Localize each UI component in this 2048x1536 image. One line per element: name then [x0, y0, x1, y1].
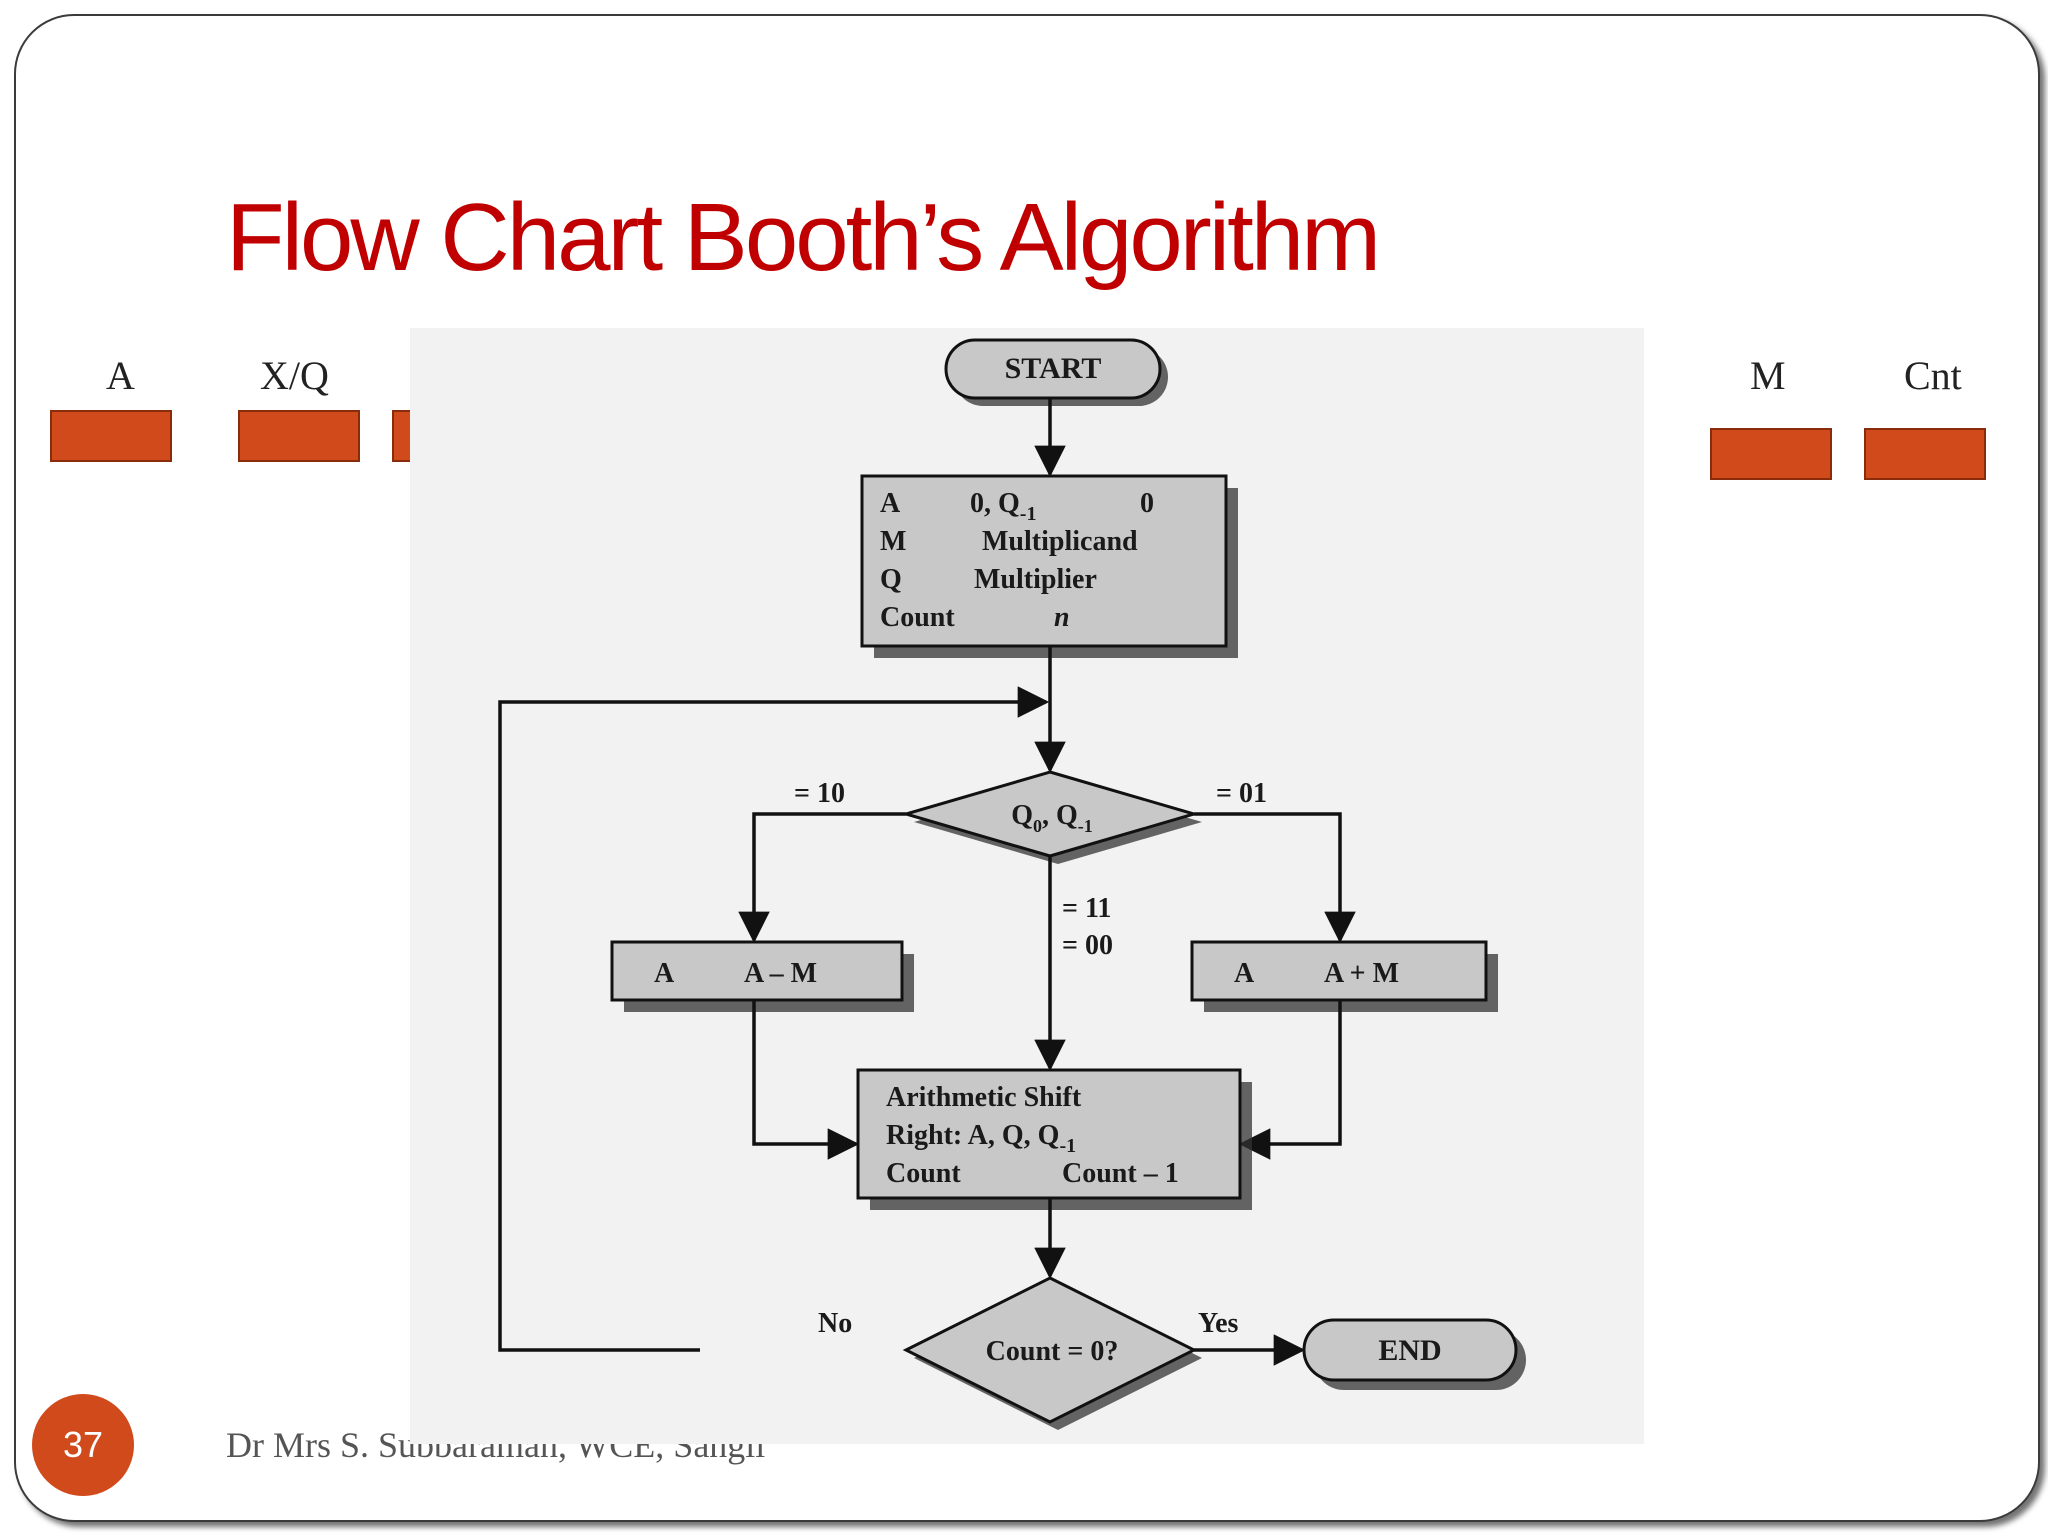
flowchart-svg: START A 0, Q-1 0 M Multiplicand Q Multip… [498, 338, 1526, 1430]
shift-line3-a: Count [886, 1158, 961, 1189]
subtract-box: A A – M [610, 940, 914, 1012]
start-label: START [1005, 352, 1102, 385]
svg-text:Right: A, Q, Q-1: Right: A, Q, Q-1 [886, 1120, 1076, 1157]
end-label: END [1378, 1334, 1441, 1367]
register-box-xq [238, 410, 360, 462]
subtract-box-a: A [654, 958, 675, 989]
decision-sep: , Q [1042, 800, 1078, 831]
loop-back-line [498, 686, 1050, 1352]
init-line2-b: Multiplicand [982, 526, 1138, 557]
decision-q0-q-1: Q0, Q-1 [900, 770, 1202, 864]
slide-number-badge: 37 [32, 1394, 134, 1496]
label-branch-11: = 11 [1062, 893, 1111, 924]
count-check-label: Count = 0? [986, 1336, 1119, 1367]
register-box-cnt [1864, 428, 1986, 480]
label-yes: Yes [1198, 1308, 1239, 1339]
svg-text:0, Q-1: 0, Q-1 [970, 488, 1036, 525]
init-line3-b: Multiplier [974, 564, 1097, 595]
init-line3-a: Q [880, 564, 902, 595]
label-no: No [818, 1308, 852, 1339]
register-label-cnt: Cnt [1904, 353, 1962, 398]
slide-title: Flow Chart Booth’s Algorithm [226, 184, 1381, 291]
shift-line1: Arithmetic Shift [886, 1082, 1082, 1113]
init-line4-b: n [1054, 602, 1070, 633]
arrow-add-shift [1238, 1000, 1342, 1160]
add-box-expr: A + M [1324, 958, 1399, 989]
end-terminal: END [1302, 1318, 1526, 1390]
shift-line3-b: Count – 1 [1062, 1158, 1179, 1189]
start-terminal: START [944, 338, 1168, 406]
slide-number: 37 [62, 1424, 104, 1465]
add-box-a: A [1234, 958, 1255, 989]
label-branch-10: = 10 [794, 778, 845, 809]
flowchart-image: START A 0, Q-1 0 M Multiplicand Q Multip… [410, 328, 1644, 1444]
subtract-box-expr: A – M [744, 958, 817, 989]
init-line1-b: 0, Q [970, 488, 1020, 519]
shift-line2-sub: -1 [1059, 1135, 1076, 1157]
shift-line2: Right: A, Q, Q [886, 1120, 1059, 1151]
init-box: A 0, Q-1 0 M Multiplicand Q Multiplier C… [860, 474, 1238, 658]
decision-sub1: -1 [1078, 816, 1093, 836]
arrow-branch-10 [738, 812, 906, 944]
add-box: A A + M [1190, 940, 1498, 1012]
register-label-m: M [1750, 353, 1786, 398]
label-branch-01: = 01 [1216, 778, 1267, 809]
count-check-decision: Count = 0? [902, 1276, 1202, 1430]
init-line4-a: Count [880, 602, 955, 633]
decision-sub0: 0 [1033, 816, 1042, 836]
register-label-a: A [106, 353, 135, 398]
init-line1-sub: -1 [1020, 503, 1037, 525]
decision-q: Q [1011, 800, 1033, 831]
init-line2-a: M [880, 526, 906, 557]
register-box-m [1710, 428, 1832, 480]
svg-text:Q0, Q-1: Q0, Q-1 [1011, 800, 1093, 836]
arrow-branch-01 [1194, 812, 1356, 944]
arrow-subtract-shift [752, 1000, 860, 1160]
init-line1-a: A [880, 488, 901, 519]
label-branch-00: = 00 [1062, 930, 1113, 961]
shift-box: Arithmetic Shift Right: A, Q, Q-1 Count … [856, 1068, 1252, 1210]
register-label-xq: X/Q [260, 353, 329, 398]
register-box-a [50, 410, 172, 462]
init-line1-c: 0 [1140, 488, 1154, 519]
